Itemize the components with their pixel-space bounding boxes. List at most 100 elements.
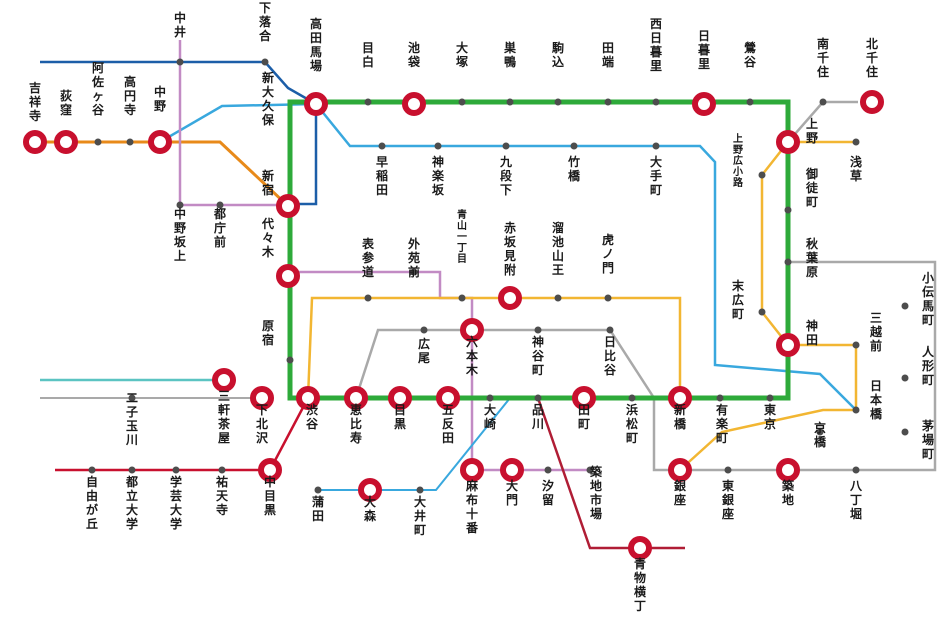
station-uenohirokoji-label: 上野広小路 (732, 132, 744, 189)
station-nihonbashi-marker (852, 406, 860, 414)
station-nakanosakaue-label: 中野坂上 (174, 206, 187, 263)
station-ningyocho-label: 人形町 (922, 344, 935, 387)
station-ginza-label: 銀座 (673, 478, 686, 507)
station-takadanobaba-major-marker (304, 92, 328, 116)
station-ogikubo-label: 荻窪 (60, 88, 72, 117)
station-kyobashi-marker (816, 428, 824, 436)
line-blue (40, 60, 318, 206)
station-kitasenju-major-marker (860, 90, 884, 114)
station-kanda-major-marker (776, 333, 800, 357)
station-akihabara-marker (784, 258, 792, 266)
station-otemachi-marker (652, 142, 660, 150)
station-nakai-marker (176, 58, 184, 66)
station-nakai-label: 中井 (174, 10, 186, 39)
station-toritsudaigaku-marker (128, 466, 136, 474)
station-tsukiji-major-marker (776, 458, 800, 482)
station-mejiro-label: 目白 (362, 41, 374, 69)
station-waseda-label: 早稲田 (376, 155, 388, 197)
station-asakusa-marker (852, 138, 860, 146)
station-toritsudaigaku-label: 都立大学 (125, 474, 138, 531)
station-oimachi-label: 大井町 (414, 494, 426, 537)
station-tokyo-label: 東京 (764, 402, 776, 431)
line-gray-3 (787, 100, 858, 143)
station-gakugeidaigaku-label: 学芸大学 (170, 474, 182, 531)
station-shinjuku-major-marker (276, 194, 300, 218)
station-hibiya-label: 日比谷 (604, 335, 617, 377)
station-daimon-label: 大門 (506, 478, 518, 507)
station-daimon-major-marker (500, 458, 524, 482)
station-oimachi-marker (416, 486, 424, 494)
line-cyan (159, 102, 857, 411)
station-uenohirokoji-marker (758, 171, 766, 179)
station-otsuka-label: 大塚 (456, 40, 468, 69)
station-kichijoji-major-marker (23, 130, 47, 154)
station-ebisu-label: 恵比寿 (350, 402, 362, 445)
station-aoyamaicchome-label: 青山一丁目 (457, 208, 467, 265)
station-osaki-marker (486, 394, 494, 402)
station-shimoochiai-label: 下落合 (259, 1, 272, 43)
station-nakanosakaue-marker (176, 201, 184, 209)
station-shibuya-major-marker (296, 386, 320, 410)
station-tabata-label: 田端 (602, 41, 614, 69)
station-akihabara-label: 秋葉原 (805, 236, 819, 279)
station-hiroo-marker (420, 326, 428, 334)
station-okachimachi-marker (784, 206, 792, 214)
station-shiodome-marker (544, 466, 552, 474)
station-ogikubo-major-marker (54, 130, 78, 154)
rail-lines (35, 40, 937, 550)
station-nippori-label: 日暮里 (697, 29, 711, 71)
line-gray (354, 260, 937, 472)
station-ikebukuro-major-marker (402, 92, 426, 116)
station-tsukijishijo-marker (586, 466, 594, 474)
station-shiodome-label: 汐留 (542, 478, 554, 507)
station-kayabacho-marker (901, 428, 909, 436)
station-ningyocho-marker (901, 374, 909, 382)
station-shinjuku-label: 新宿 (262, 168, 274, 197)
station-minamisenju-marker (819, 98, 827, 106)
station-tabata-marker (604, 98, 612, 106)
station-akasakamitsuke-major-marker (498, 286, 522, 310)
line-purple (178, 40, 288, 207)
station-kudanshita-label: 九段下 (499, 154, 513, 197)
station-tochomae-label: 都庁前 (213, 206, 226, 249)
station-sugamo-marker (506, 98, 514, 106)
station-roppongi-major-marker (460, 318, 484, 342)
station-uguisudani-label: 鶯谷 (744, 40, 757, 69)
station-nakameguro-label: 中目黒 (264, 474, 276, 517)
station-kamata-marker (314, 486, 322, 494)
station-sugamo-label: 巣鴨 (503, 40, 517, 69)
station-kamata-label: 蒲田 (312, 494, 324, 523)
station-takebashi-label: 竹橋 (567, 154, 581, 183)
station-toranomon-marker (604, 294, 612, 302)
station-toranomon-label: 虎ノ門 (602, 232, 614, 275)
station-tamachi-label: 田町 (578, 403, 590, 431)
station-kayabacho-label: 茅場町 (922, 418, 934, 461)
station-jiyugaoka-marker (88, 466, 96, 474)
station-gotanda-label: 五反田 (442, 403, 454, 445)
station-harajuku-label: 原宿 (262, 319, 274, 347)
line-yellow (306, 296, 682, 399)
station-omotesando-label: 表参道 (361, 236, 375, 279)
station-kamiyacho-label: 神谷町 (532, 334, 545, 377)
station-akasakamitsuke-label: 赤坂見附 (503, 220, 517, 277)
station-kamiyacho-marker (534, 326, 542, 334)
station-komagome-marker (554, 98, 562, 106)
station-otemachi-label: 大手町 (650, 154, 662, 197)
station-tsukijishijo-label: 築地市場 (589, 464, 603, 521)
station-shibuya-label: 渋谷 (306, 402, 319, 431)
station-asakusa-label: 浅草 (850, 154, 862, 183)
station-labels: 高田馬場目白池袋大塚巣鴨駒込田端西日暮里日暮里鶯谷南千住北千住中井下落合吉祥寺荻… (29, 1, 935, 613)
station-komagome-label: 駒込 (552, 40, 564, 69)
station-azabujuban-major-marker (460, 458, 484, 482)
station-aomoriyokocho-major-marker (628, 536, 652, 560)
station-yurakucho-label: 有楽町 (716, 402, 729, 445)
station-omori-label: 大森 (364, 494, 377, 523)
station-hatchobori-label: 八丁堀 (849, 479, 863, 521)
station-kyobashi-label: 京橋 (814, 420, 827, 449)
station-shinokubo-label: 新大久保 (261, 70, 275, 127)
station-minamisenju-label: 南千住 (817, 36, 829, 79)
station-sangenjaya-major-marker (212, 368, 236, 392)
station-yutenji-label: 祐天寺 (216, 474, 229, 517)
station-gaienmae-marker (410, 268, 418, 276)
